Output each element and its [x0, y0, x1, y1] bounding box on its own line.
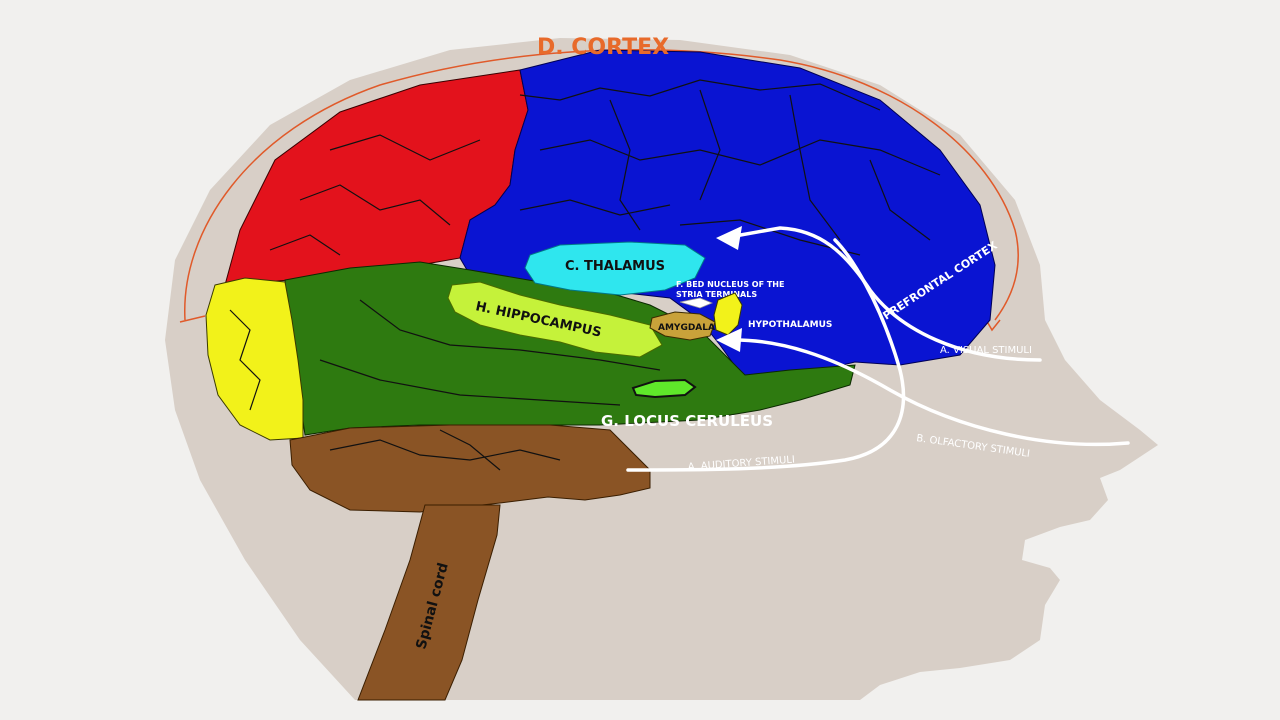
cortex-outline	[184, 49, 1019, 321]
visual-arrowhead	[716, 226, 742, 250]
thalamus-shape	[524, 241, 706, 296]
amygdala-shape	[649, 311, 716, 341]
cerebellum-brown	[289, 424, 651, 513]
cortex-outline-tick-left	[179, 315, 206, 323]
olfactory-arrowhead	[716, 328, 742, 352]
locus-ceruleus-shape	[631, 378, 697, 399]
amygdala-label: AMYGDALA	[658, 323, 715, 333]
bed-nucleus-label-line2: STRIA TERMINALS	[676, 290, 757, 299]
auditory-pathway	[626, 238, 906, 472]
spinal-cord	[357, 504, 501, 701]
bed-nucleus-label-line1: F. BED NUCLEUS OF THE	[676, 280, 784, 289]
visual-pathway	[733, 226, 1042, 362]
olfactory-pathway	[733, 338, 1130, 447]
hypothalamus-shape	[713, 292, 743, 336]
thalamus-label: C. THALAMUS	[565, 259, 665, 274]
bed-nucleus-shape	[679, 297, 714, 309]
hippocampus-shape	[447, 281, 663, 358]
sulci-lines	[229, 79, 941, 471]
locus-ceruleus-label: G. LOCUS CERULEUS	[601, 412, 773, 430]
visual-stimuli-label: A. VISUAL STIMULI	[940, 345, 1032, 356]
stimulus-pathways	[626, 226, 1130, 472]
hypothalamus-label: HYPOTHALAMUS	[748, 320, 832, 330]
cortex-title: D. CORTEX	[537, 35, 669, 60]
